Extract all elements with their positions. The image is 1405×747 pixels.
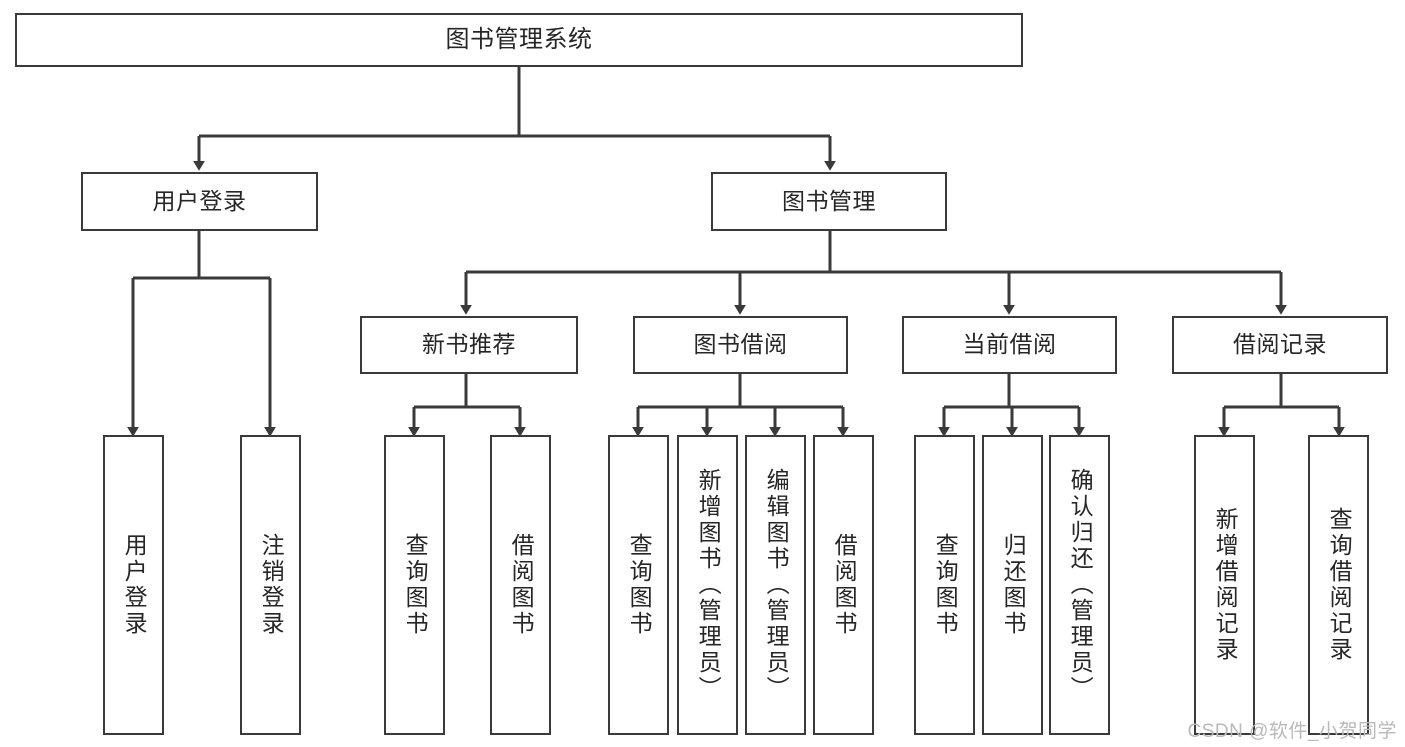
leaf-label: 新增图书（管理员） (695, 468, 722, 702)
node-leaf-return-book[interactable]: 归还图书 (982, 435, 1043, 735)
node-user-login[interactable]: 用户登录 (81, 172, 318, 231)
leaf-label: 借阅图书 (831, 533, 858, 637)
node-book-manage[interactable]: 图书管理 (711, 172, 947, 231)
leaf-label: 归还图书 (1000, 533, 1027, 637)
node-current-borrow[interactable]: 当前借阅 (902, 316, 1117, 374)
node-leaf-query-book-1[interactable]: 查询图书 (384, 435, 445, 735)
node-leaf-user-login[interactable]: 用户登录 (103, 435, 164, 735)
leaf-label: 新增借阅记录 (1212, 507, 1239, 663)
node-leaf-query-book-2[interactable]: 查询图书 (608, 435, 669, 735)
leaf-label: 注销登录 (258, 533, 285, 637)
leaf-label: 查询图书 (626, 533, 653, 637)
leaf-label: 编辑图书（管理员） (763, 468, 790, 702)
node-new-book-recommend[interactable]: 新书推荐 (360, 316, 578, 374)
node-book-borrow[interactable]: 图书借阅 (633, 316, 848, 374)
node-root-system[interactable]: 图书管理系统 (15, 13, 1023, 67)
leaf-label: 确认归还（管理员） (1067, 468, 1094, 702)
node-leaf-user-logout[interactable]: 注销登录 (240, 435, 301, 735)
node-leaf-query-book-3[interactable]: 查询图书 (914, 435, 975, 735)
leaf-label: 查询图书 (932, 533, 959, 637)
node-leaf-edit-book[interactable]: 编辑图书（管理员） (745, 435, 806, 735)
node-leaf-borrow-book-1[interactable]: 借阅图书 (490, 435, 551, 735)
node-leaf-add-book[interactable]: 新增图书（管理员） (677, 435, 738, 735)
node-leaf-borrow-book-2[interactable]: 借阅图书 (813, 435, 874, 735)
leaf-label: 用户登录 (121, 533, 148, 637)
leaf-label: 查询图书 (402, 533, 429, 637)
node-leaf-add-record[interactable]: 新增借阅记录 (1194, 435, 1255, 735)
node-borrow-record[interactable]: 借阅记录 (1172, 316, 1388, 374)
node-leaf-confirm-return[interactable]: 确认归还（管理员） (1049, 435, 1110, 735)
leaf-label: 查询借阅记录 (1326, 507, 1353, 663)
leaf-label: 借阅图书 (508, 533, 535, 637)
node-leaf-query-record[interactable]: 查询借阅记录 (1308, 435, 1369, 735)
